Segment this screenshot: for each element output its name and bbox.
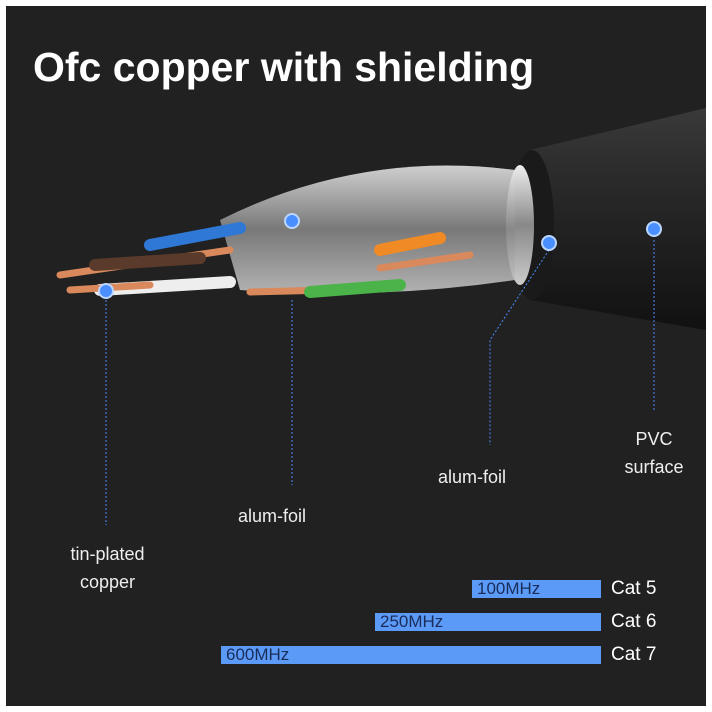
- bar-cat-6: 250MHz: [375, 613, 601, 631]
- label-line: PVC: [635, 429, 673, 449]
- pvc-jacket: [530, 108, 706, 330]
- bar-cat-5: 100MHz: [472, 580, 601, 598]
- wires: [56, 222, 474, 298]
- category-label: Cat 6: [611, 611, 657, 632]
- label-line: surface: [624, 457, 684, 477]
- label-alum-foil-outer: alum-foil: [437, 467, 507, 487]
- headline: Ofc copper with shielding: [33, 44, 535, 90]
- label-line: tin-plated: [70, 544, 145, 564]
- marker-dots: [98, 213, 662, 299]
- pointer-lines: [105, 240, 655, 525]
- label-line: copper: [79, 572, 136, 592]
- pair-foils: [220, 165, 515, 294]
- label-alum-foil-inner: alum-foil: [237, 506, 307, 526]
- bar-cat-7: 600MHz: [221, 646, 601, 664]
- category-label: Cat 5: [611, 578, 657, 599]
- label-tin-plated-copper: tin-plated copper: [50, 540, 165, 596]
- label-pvc-surface: PVC surface: [608, 425, 700, 481]
- category-label: Cat 7: [611, 644, 657, 665]
